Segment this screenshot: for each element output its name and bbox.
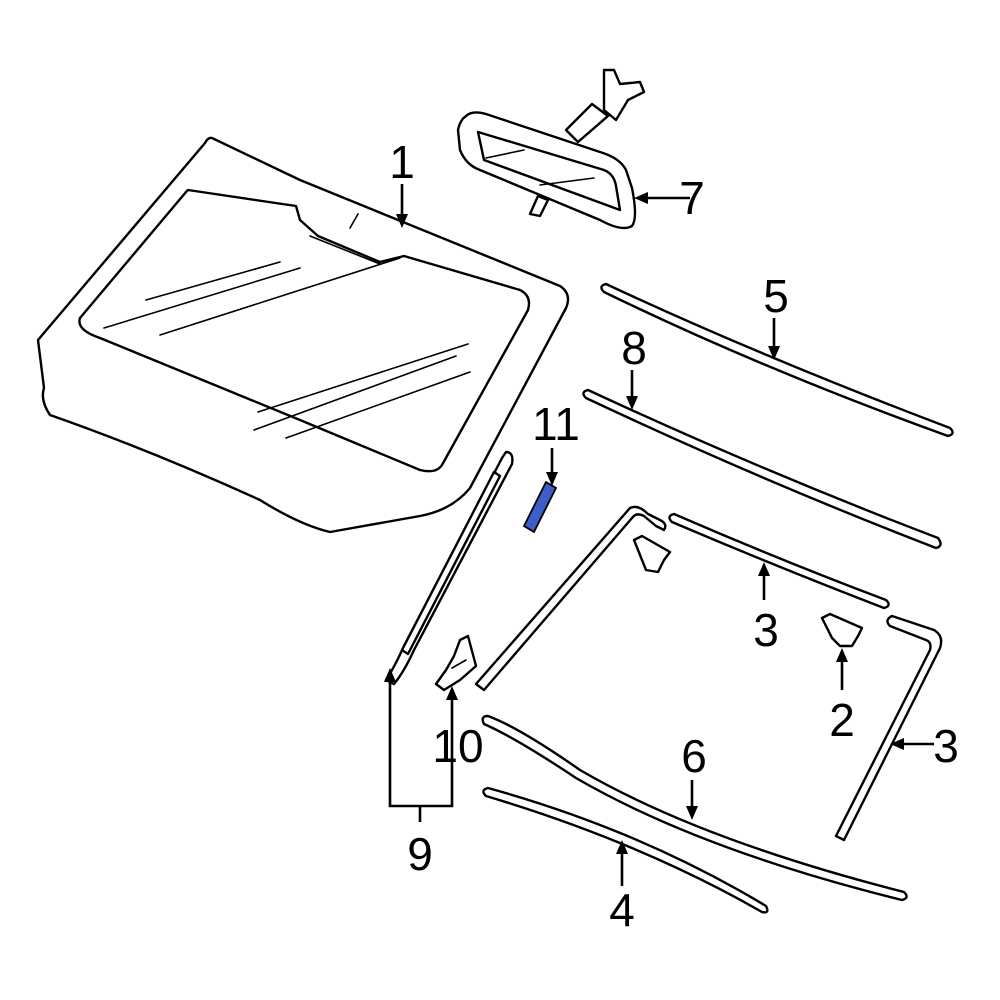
callout-8: 8 bbox=[621, 322, 647, 374]
callout-3-right: 3 bbox=[933, 720, 959, 772]
clip-right[interactable] bbox=[820, 612, 864, 648]
leader-lines bbox=[384, 184, 934, 886]
callout-1: 1 bbox=[389, 136, 415, 188]
callout-3-upper: 3 bbox=[753, 604, 779, 656]
callout-10: 10 bbox=[432, 720, 483, 772]
callout-11: 11 bbox=[532, 398, 580, 450]
cowl-molding[interactable] bbox=[482, 786, 769, 914]
callout-9: 9 bbox=[407, 828, 433, 880]
callout-4: 4 bbox=[609, 884, 635, 936]
pillar-molding[interactable] bbox=[384, 450, 514, 686]
side-molding-upper[interactable] bbox=[668, 512, 890, 610]
pillar-bracket[interactable] bbox=[434, 634, 478, 692]
upper-moulding[interactable] bbox=[582, 388, 942, 550]
side-molding-right[interactable] bbox=[834, 614, 943, 842]
side-weatherstrip[interactable] bbox=[474, 505, 667, 692]
highlighted-retainer-clip[interactable] bbox=[522, 480, 558, 534]
callout-6: 6 bbox=[681, 730, 707, 782]
clip-left[interactable] bbox=[632, 534, 672, 574]
roof-molding[interactable] bbox=[600, 282, 954, 438]
callout-7: 7 bbox=[679, 172, 705, 224]
lower-molding[interactable] bbox=[481, 714, 908, 902]
callout-2: 2 bbox=[829, 694, 855, 746]
callout-5: 5 bbox=[763, 270, 789, 322]
rear-view-mirror[interactable] bbox=[456, 68, 646, 230]
callout-labels: 1 7 5 8 11 3 2 3 10 6 9 4 bbox=[389, 136, 959, 936]
windshield-glass[interactable] bbox=[36, 136, 570, 534]
